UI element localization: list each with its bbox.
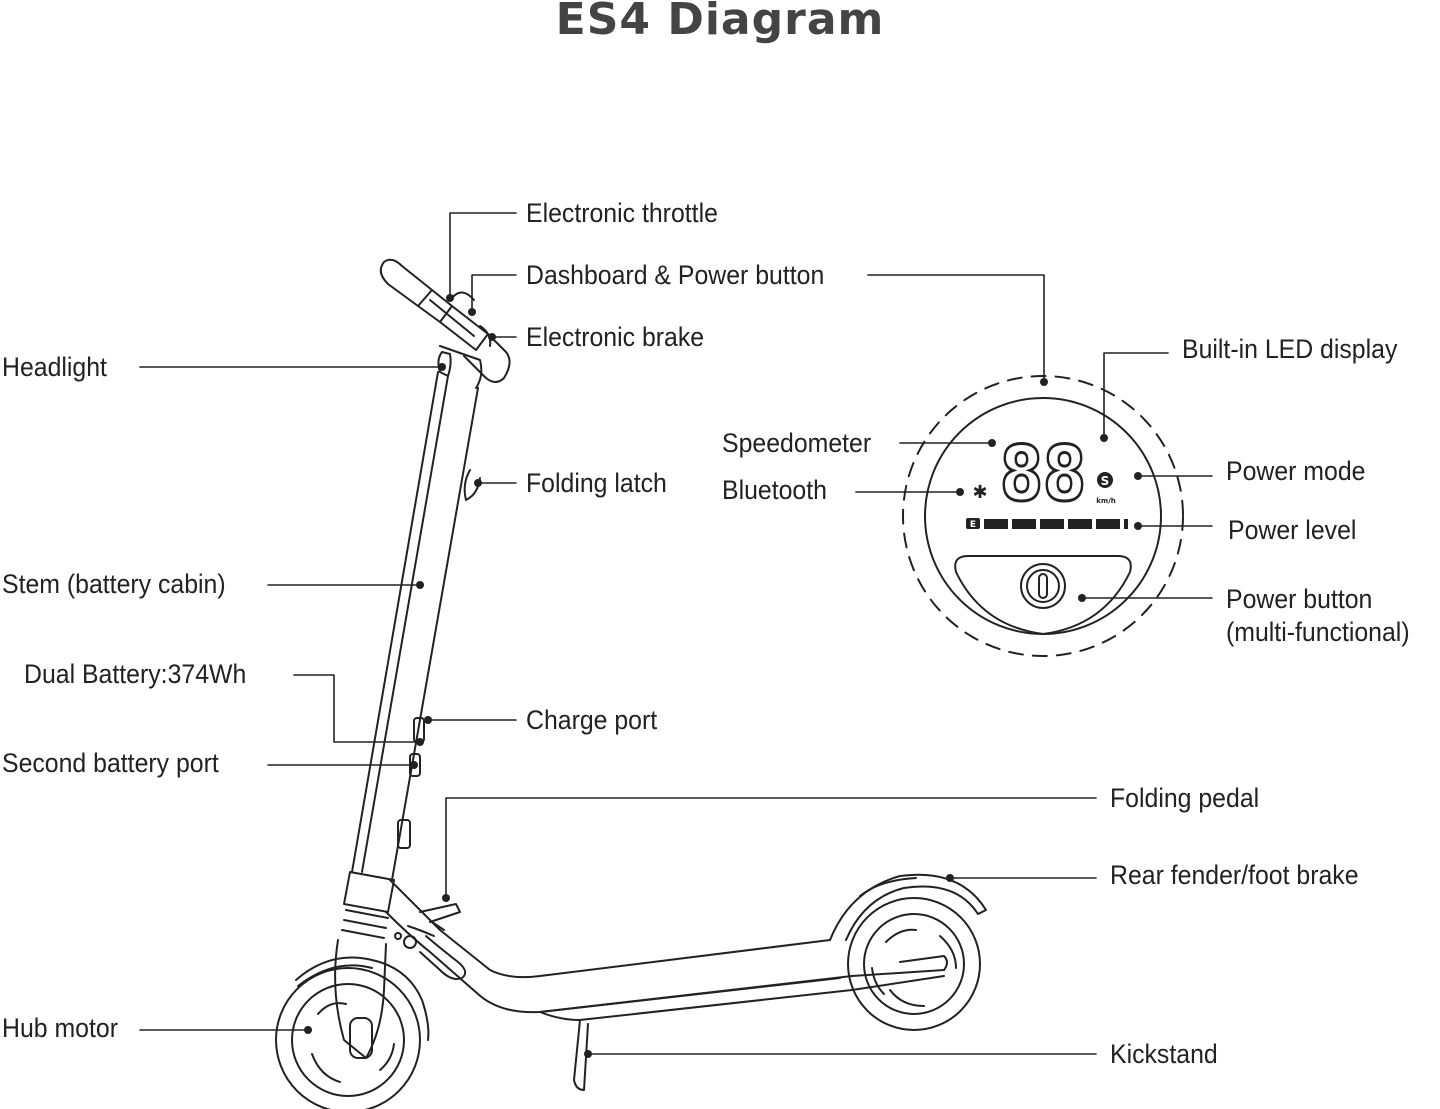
battery-glyph: E — [970, 520, 976, 530]
label-power-button: Power button — [1226, 584, 1373, 614]
label-bluetooth: Bluetooth — [722, 475, 827, 505]
label-electronic-brake: Electronic brake — [526, 322, 705, 352]
battery-e-box — [966, 518, 980, 529]
battery-segment-tail — [1124, 519, 1128, 529]
display-readout: 88 S km/h ✱ E — [966, 428, 1128, 530]
label-power-mode: Power mode — [1226, 456, 1366, 486]
leader-lines — [139, 212, 1213, 1055]
battery-segments — [984, 519, 1128, 529]
label-kickstand: Kickstand — [1110, 1039, 1218, 1069]
led-display-drawing — [902, 375, 1184, 657]
label-headlight: Headlight — [2, 352, 107, 382]
battery-segment — [1068, 519, 1092, 529]
label-folding-pedal: Folding pedal — [1110, 783, 1260, 813]
diagram-title: ES4 Diagram — [555, 0, 885, 45]
label-stem: Stem (battery cabin) — [2, 569, 226, 599]
sport-mode-icon — [1097, 472, 1113, 488]
label-builtin-led-display: Built-in LED display — [1182, 334, 1398, 364]
label-charge-port: Charge port — [526, 705, 658, 735]
label-electronic-throttle: Electronic throttle — [526, 198, 718, 228]
leader-dots — [304, 294, 1142, 1058]
battery-segment — [1040, 519, 1064, 529]
label-dashboard-power-button: Dashboard & Power button — [526, 260, 825, 290]
battery-segment — [1012, 519, 1036, 529]
label-rear-fender: Rear fender/foot brake — [1110, 860, 1359, 890]
battery-segment — [1096, 519, 1120, 529]
label-power-button-sub: (multi-functional) — [1226, 617, 1410, 647]
speed-unit: km/h — [1096, 497, 1116, 505]
mode-glyph: S — [1101, 474, 1110, 488]
label-power-level: Power level — [1228, 515, 1357, 545]
label-dual-battery: Dual Battery:374Wh — [24, 659, 247, 689]
scooter-drawing — [275, 258, 987, 1109]
battery-segment — [984, 519, 1008, 529]
label-second-battery-port: Second battery port — [2, 748, 219, 778]
label-speedometer: Speedometer — [722, 428, 872, 458]
bluetooth-icon: ✱ — [972, 482, 987, 503]
label-folding-latch: Folding latch — [526, 468, 667, 498]
label-hub-motor: Hub motor — [2, 1013, 118, 1043]
speed-digits: 88 — [1000, 429, 1086, 518]
